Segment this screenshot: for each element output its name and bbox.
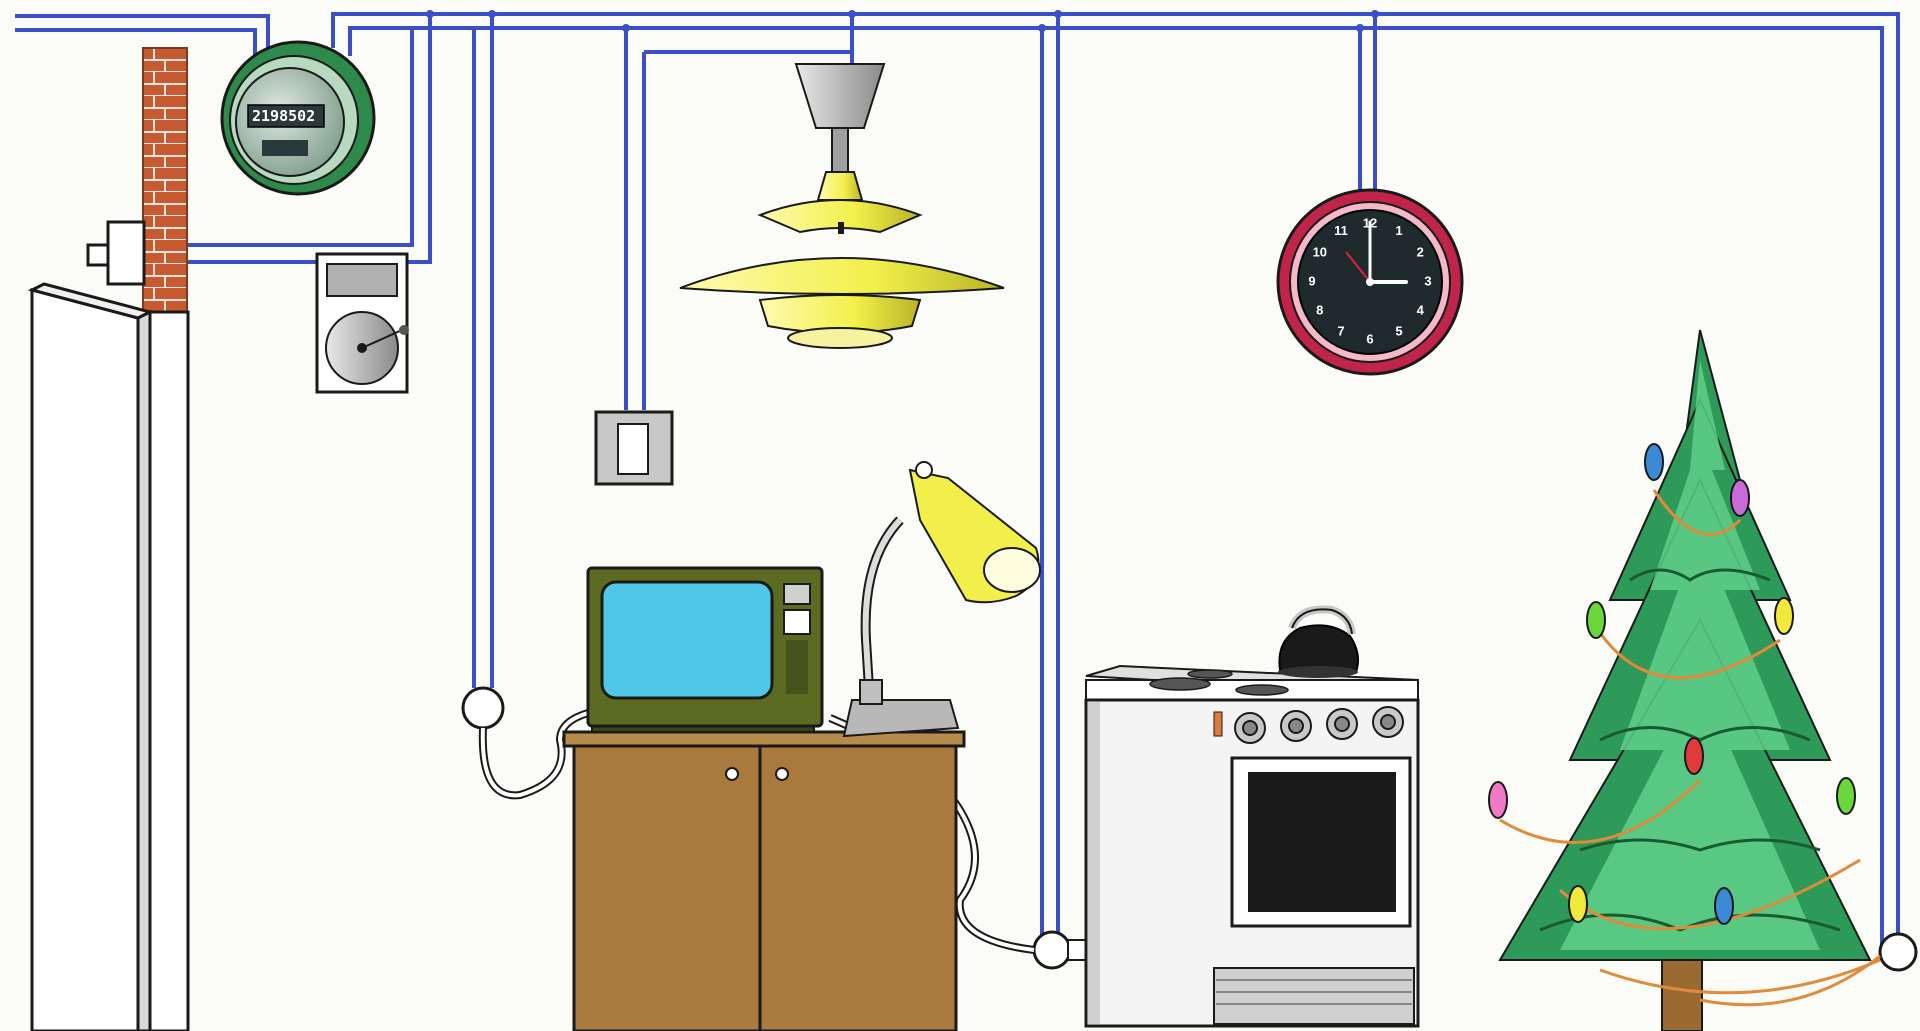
clock-number: 1 (1395, 223, 1402, 238)
brick-chimney (143, 48, 187, 314)
ceiling-lamp-icon (680, 64, 1004, 348)
junction-box-icon (88, 222, 144, 284)
electric-meter-icon: 2198502 (222, 42, 374, 194)
desk-lamp-icon (844, 462, 1040, 736)
refrigerator-icon (32, 284, 188, 1031)
clock-number: 3 (1424, 273, 1431, 288)
clock-number: 8 (1316, 302, 1323, 317)
stove-icon (1086, 666, 1418, 1026)
kettle-icon (1278, 609, 1358, 678)
tree-power-cord (1700, 956, 1880, 1005)
television-icon (588, 568, 822, 732)
tree-wall-socket-icon (1880, 934, 1916, 970)
clock-number: 6 (1366, 331, 1373, 346)
wall-clock-icon: 121234567891011 (1278, 190, 1462, 374)
supply-wire-a (15, 16, 268, 58)
clock-number: 7 (1337, 324, 1344, 339)
light-switch-icon (596, 412, 672, 484)
clock-number: 10 (1313, 244, 1327, 259)
christmas-tree-icon (1489, 330, 1880, 1031)
stove-wall-socket-icon (1034, 932, 1090, 968)
supply-wire-b (15, 30, 255, 62)
switch-wire-b (644, 52, 852, 64)
tv-wall-socket-icon (463, 688, 503, 728)
meter-reading: 2198502 (252, 107, 315, 125)
clock-number: 5 (1395, 324, 1402, 339)
cabinet-icon (564, 732, 964, 1031)
doorbell-icon (317, 254, 409, 392)
clock-number: 11 (1334, 223, 1348, 238)
clock-number: 2 (1417, 244, 1424, 259)
clock-number: 9 (1308, 273, 1315, 288)
clock-number: 4 (1417, 302, 1425, 317)
